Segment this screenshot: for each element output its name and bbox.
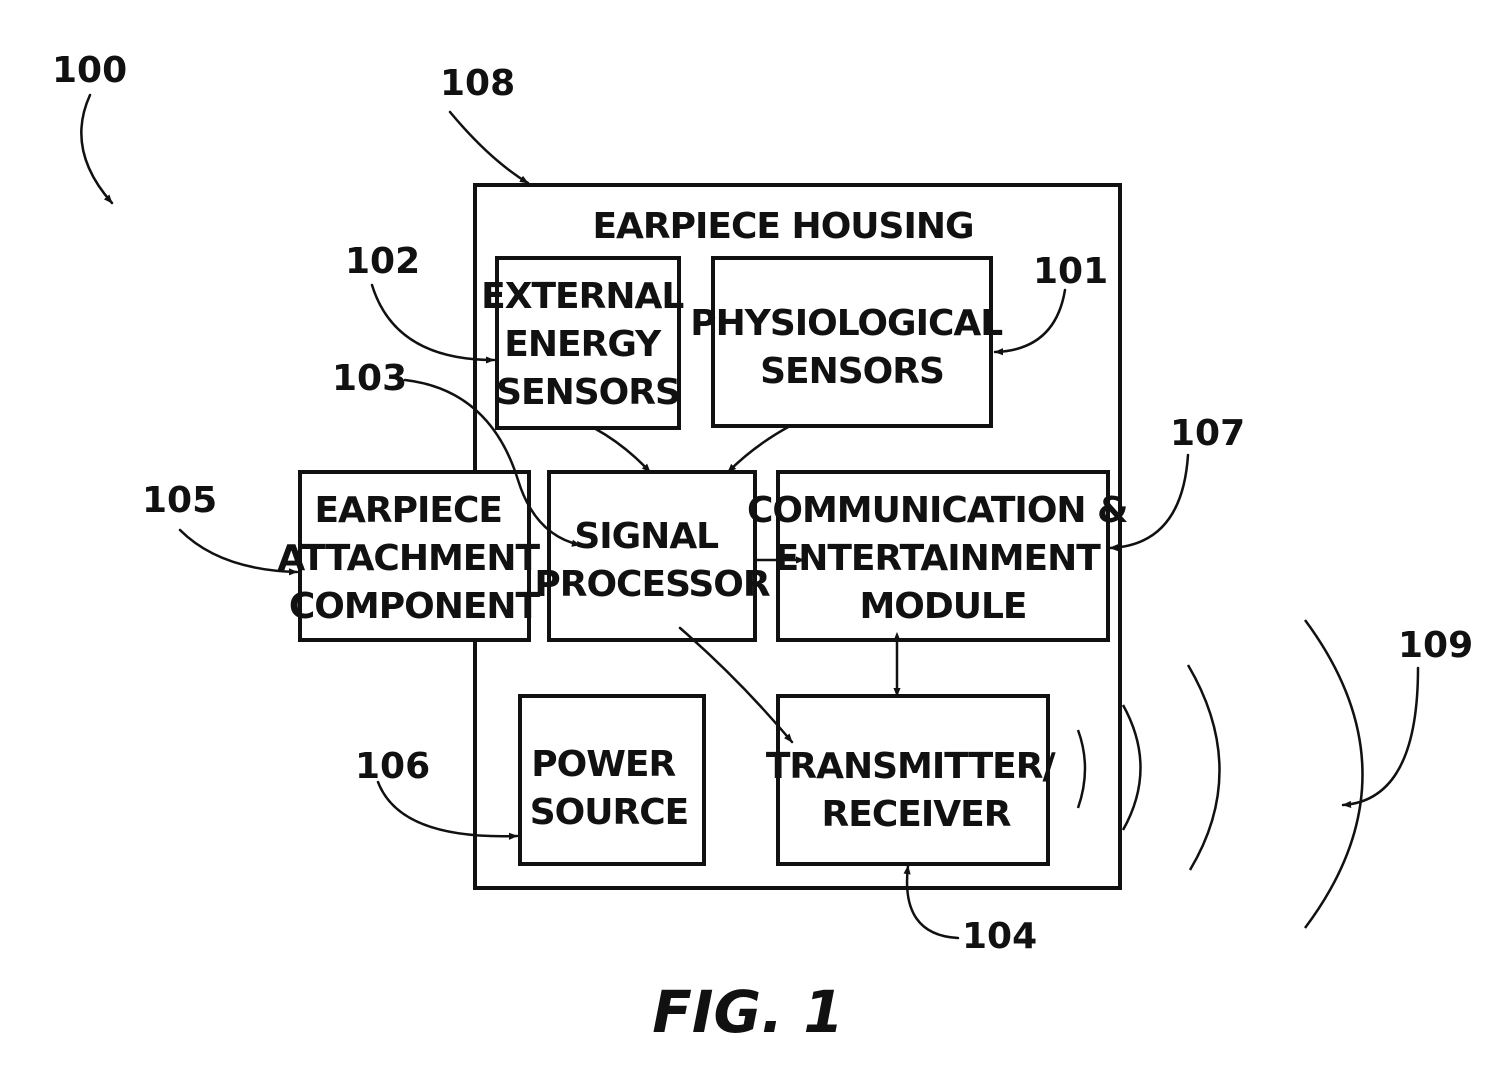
external-energy-sensors-line-2: ENERGY <box>504 324 662 365</box>
ref-label-100: 100 <box>52 50 127 91</box>
earpiece-housing-title: EARPIECE HOUSING <box>592 206 973 247</box>
ref-label-102: 102 <box>345 241 420 282</box>
physiological-sensors-line-2: SENSORS <box>760 351 944 392</box>
earpiece-attachment-line-3: COMPONENT <box>289 586 541 627</box>
external-energy-sensors-line-3: SENSORS <box>496 372 680 413</box>
leader-100 <box>81 95 112 203</box>
ref-label-108: 108 <box>440 63 515 104</box>
communication-module-line-2: ENTERTAINMENT <box>775 538 1102 579</box>
signal-processor-line-1: SIGNAL <box>574 516 718 557</box>
physiological-sensors-line-1: PHYSIOLOGICAL <box>690 303 1002 344</box>
signal-wave-3 <box>1188 665 1220 870</box>
external-energy-sensors-line-1: EXTERNAL <box>481 276 683 317</box>
transmitter-receiver-line-2: RECEIVER <box>822 794 1011 835</box>
earpiece-attachment-line-1: EARPIECE <box>314 490 502 531</box>
ref-label-105: 105 <box>142 480 217 521</box>
ref-label-106: 106 <box>355 746 430 787</box>
earpiece-attachment-line-2: ATTACHMENT <box>277 538 540 579</box>
ref-label-109: 109 <box>1398 625 1473 666</box>
figure-label: FIG. 1 <box>652 978 843 1046</box>
leader-109 <box>1343 668 1418 805</box>
ref-label-104: 104 <box>962 916 1037 957</box>
ref-label-107: 107 <box>1170 413 1245 454</box>
external-energy-sensors-label: EXTERNAL ENERGY SENSORS <box>481 276 695 413</box>
transmitter-receiver-line-1: TRANSMITTER/ <box>766 746 1057 787</box>
ref-label-101: 101 <box>1033 251 1108 292</box>
ref-label-103: 103 <box>332 358 407 399</box>
power-source-line-1: POWER <box>531 744 675 785</box>
earpiece-attachment-component-label: EARPIECE ATTACHMENT COMPONENT <box>277 490 550 627</box>
signal-wave-4 <box>1305 620 1363 928</box>
signal-processor-line-2: PROCESSOR <box>534 564 770 605</box>
power-source-line-2: SOURCE <box>530 792 689 833</box>
leader-108 <box>450 112 528 183</box>
communication-module-line-3: MODULE <box>859 586 1026 627</box>
signal-wave-2 <box>1123 705 1141 830</box>
communication-module-line-1: COMMUNICATION & <box>747 490 1128 531</box>
